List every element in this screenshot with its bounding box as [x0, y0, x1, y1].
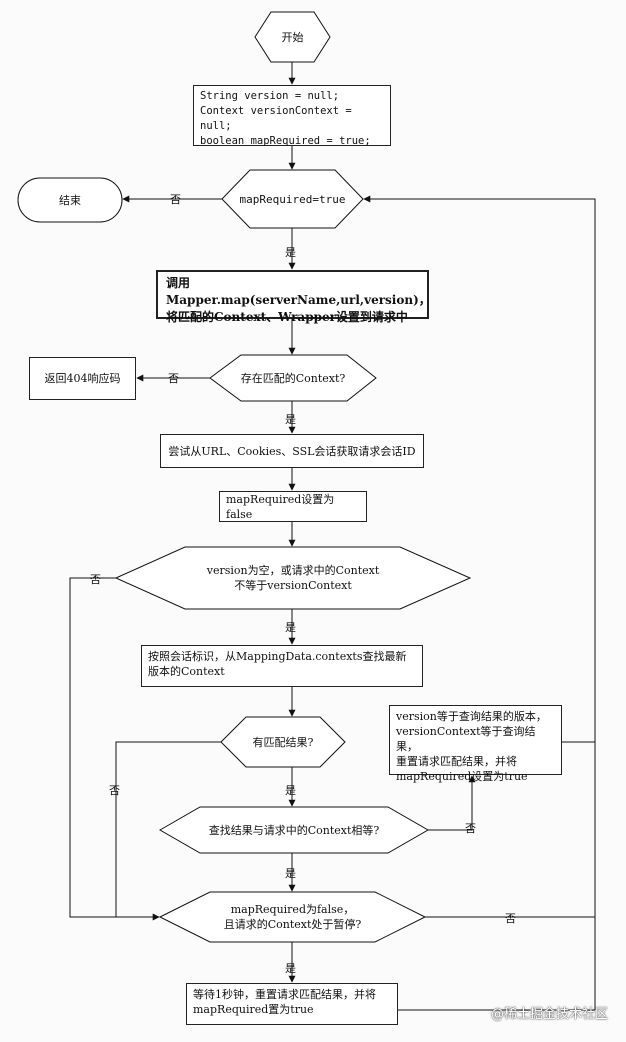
set-map-required-false-label: mapRequired设置为false: [226, 492, 335, 521]
no-label: 否: [170, 193, 181, 206]
mapper-map-box: 调用Mapper.map(serverName,url,version)， 将匹…: [156, 270, 431, 324]
decision-paused-text: mapRequired为false， 且请求的Context处于暂停?: [160, 892, 425, 942]
decision-version-line: 不等于versionContext: [234, 579, 352, 592]
mapper-map-line: 调用Mapper.map(serverName,url,version)，: [166, 276, 431, 307]
get-session-id-label: 尝试从URL、Cookies、SSL会话获取请求会话ID: [168, 444, 416, 458]
set-version-line: version等于查询结果的版本，: [396, 710, 547, 723]
set-map-required-false-box: mapRequired设置为false: [219, 491, 367, 522]
init-line: String version = null;: [200, 90, 340, 102]
return-404-label: 返回404响应码: [44, 372, 121, 385]
mapper-map-line: 将匹配的Context、Wrapper设置到请求中: [166, 310, 408, 324]
yes-label: 是: [285, 962, 296, 975]
decision-version-text: version为空，或请求中的Context 不等于versionContext: [116, 547, 470, 609]
yes-label: 是: [285, 867, 296, 880]
decision-equal-text: 查找结果与请求中的Context相等?: [208, 823, 380, 837]
decision-paused-line: 且请求的Context处于暂停?: [223, 918, 362, 931]
decision-version-shape: [114, 546, 472, 610]
no-label: 否: [505, 912, 516, 925]
no-label: 否: [109, 784, 120, 797]
yes-label: 是: [285, 246, 296, 259]
wait-reset-line: 等待1秒钟，重置请求匹配结果，并将: [193, 988, 376, 1001]
wait-reset-line: mapRequired置为true: [193, 1003, 314, 1016]
find-latest-context-box: 按照会话标识，从MappingData.contexts查找最新 版本的Cont…: [141, 645, 423, 687]
start-hexagon: [254, 11, 331, 63]
wait-reset-box: 等待1秒钟，重置请求匹配结果，并将 mapRequired置为true: [186, 983, 398, 1025]
return-404-box: 返回404响应码: [29, 357, 136, 400]
end-terminal: [17, 177, 123, 223]
set-version-line: mapRequired设置为true: [396, 770, 528, 783]
set-version-line: versionContext等于查询结果，: [396, 725, 536, 753]
set-version-line: 重置请求匹配结果，并将: [396, 755, 517, 768]
watermark: @稀土掘金技术社区: [490, 1007, 608, 1022]
decision-context-exists-text: 存在匹配的Context?: [240, 371, 346, 385]
yes-label: 是: [285, 784, 296, 797]
no-label: 否: [465, 822, 476, 835]
decision-paused-line: mapRequired为false，: [230, 903, 355, 916]
decision-context-exists-shape: [209, 354, 377, 402]
yes-label: 是: [285, 413, 296, 426]
init-line: boolean mapRequired = true;: [200, 135, 371, 147]
decision-has-match-text: 有匹配结果?: [252, 735, 314, 749]
no-label: 否: [168, 372, 179, 385]
decision-map-required-shape: [221, 169, 364, 229]
find-latest-line: 按照会话标识，从MappingData.contexts查找最新: [148, 650, 407, 663]
yes-label: 是: [285, 621, 296, 634]
find-latest-line: 版本的Context: [148, 665, 225, 678]
end-label: 结束: [59, 193, 81, 207]
decision-has-match-shape: [220, 716, 346, 768]
init-line: Context versionContext = null;: [200, 105, 352, 132]
no-label: 否: [90, 573, 101, 586]
get-session-id-box: 尝试从URL、Cookies、SSL会话获取请求会话ID: [160, 434, 424, 468]
set-version-box: version等于查询结果的版本， versionContext等于查询结果， …: [389, 705, 562, 783]
start-label: 开始: [281, 30, 304, 44]
init-variables-box: String version = null; Context versionCo…: [193, 85, 391, 147]
decision-version-line: version为空，或请求中的Context: [206, 564, 380, 577]
decision-map-required-text: mapRequired=true: [239, 192, 346, 206]
